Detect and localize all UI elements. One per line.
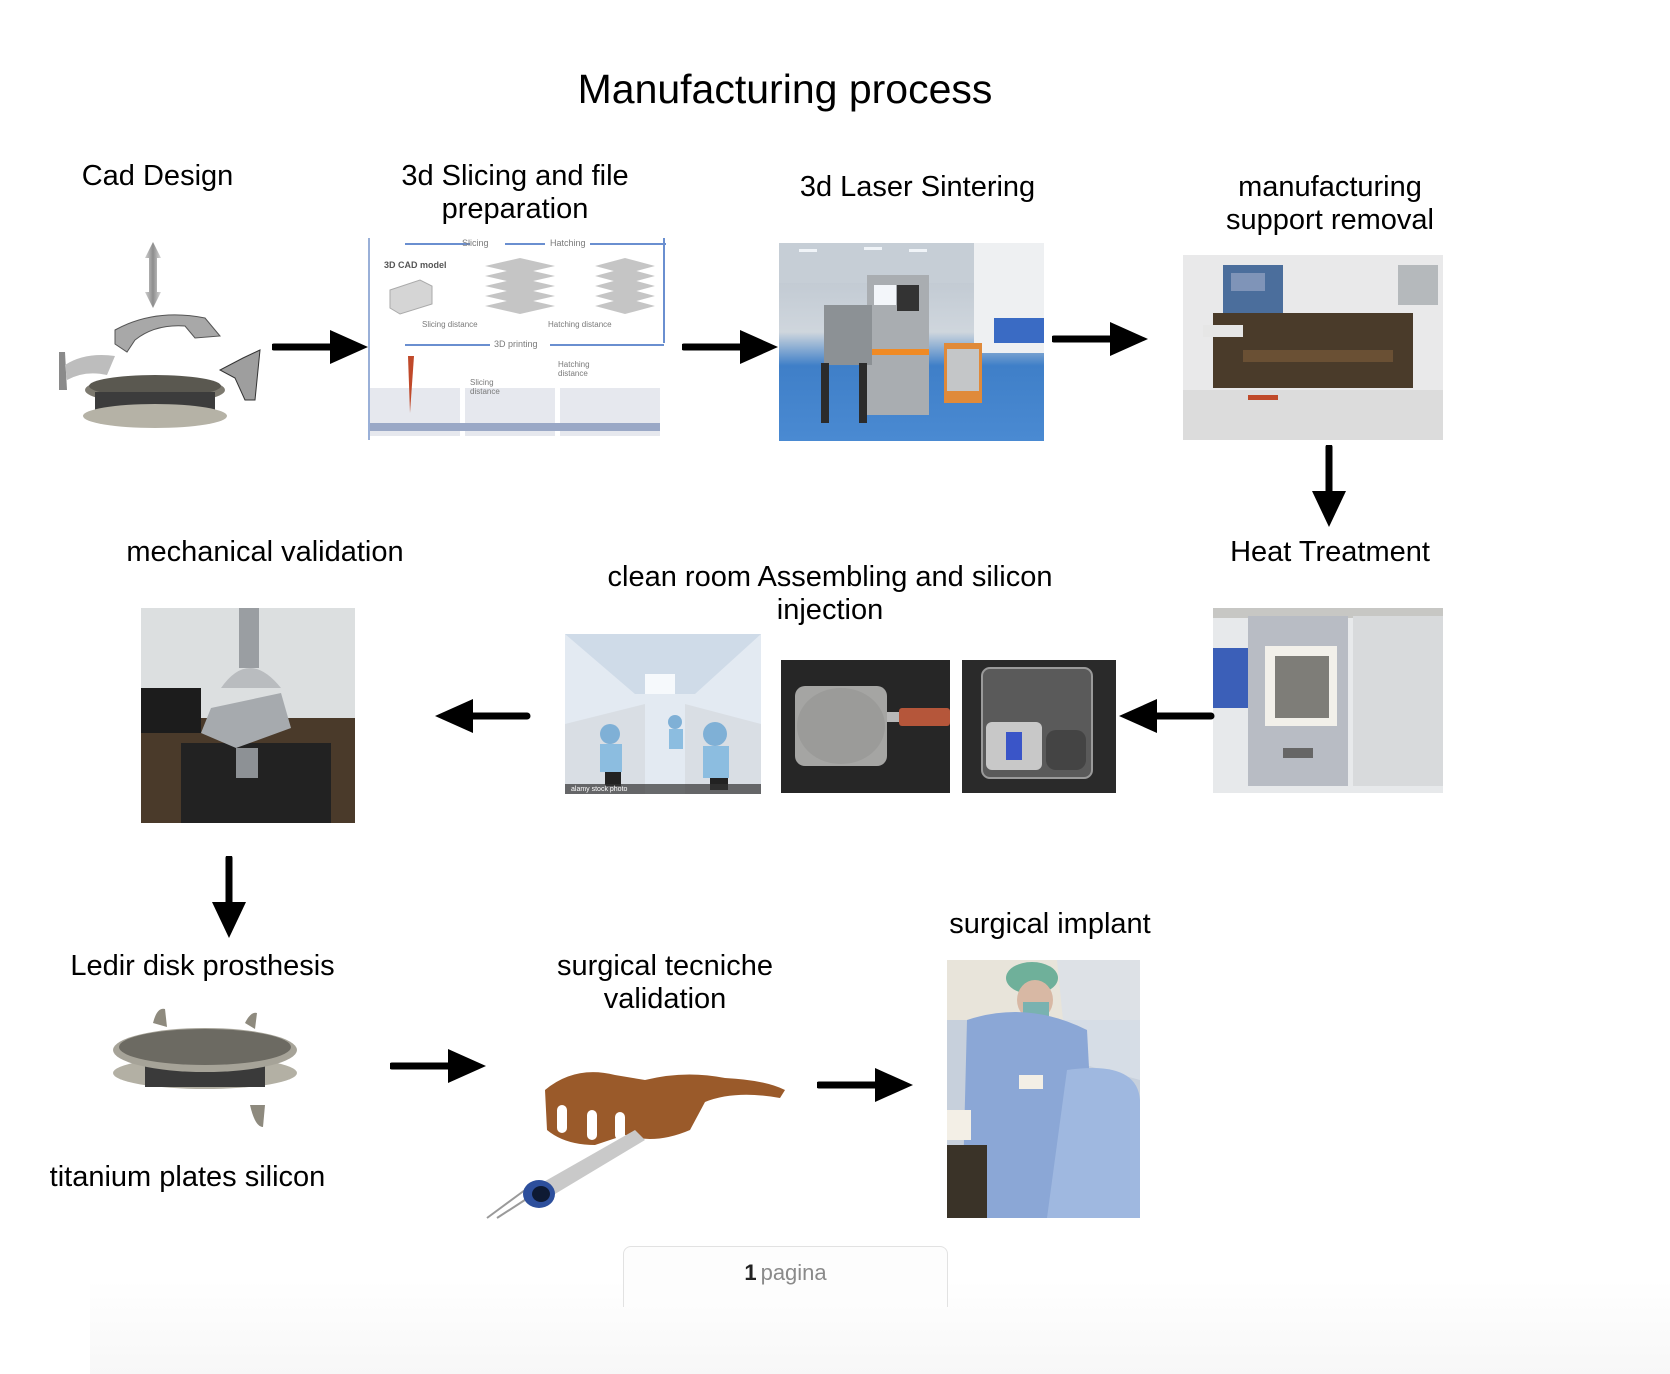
arrow-right-icon	[390, 1049, 486, 1083]
step-label-surgical-implant: surgical implant	[949, 908, 1151, 940]
step-label-prosthesis: Ledir disk prosthesis	[70, 950, 335, 982]
spine-model-render	[485, 1050, 785, 1220]
slicing-distance-bottom-label: Slicing distance	[470, 378, 500, 396]
titanium-plate-photo	[781, 660, 950, 793]
arrow-left-icon	[1119, 699, 1215, 733]
slicing-distance-label: Slicing distance	[422, 320, 478, 329]
arrow-right-icon	[272, 330, 368, 364]
step-label-surgical-technique: surgical tecniche validation	[520, 950, 810, 1016]
step-label-heat-treatment: Heat Treatment	[1230, 536, 1430, 568]
ledir-prosthesis-render	[105, 1005, 300, 1135]
step-label-clean-room: clean room Assembling and silicon inject…	[580, 561, 1080, 627]
step-label-mechanical-validation: mechanical validation	[126, 536, 404, 568]
cad-model-label: 3D CAD model	[384, 260, 447, 270]
step-label-clean-room-line2: injection	[776, 594, 884, 626]
laser-sintering-photo	[779, 243, 1044, 441]
clean-room-photo: alamy stock photo	[565, 634, 761, 794]
cad-design-render	[45, 240, 270, 440]
step-label-clean-room-line1: clean room Assembling and silicon	[607, 561, 1053, 593]
page-label: pagina	[760, 1260, 827, 1285]
arrow-right-icon	[1052, 322, 1148, 356]
step-label-cad-design: Cad Design	[81, 160, 234, 192]
arrow-right-icon	[817, 1068, 913, 1102]
mechanical-validation-photo	[141, 608, 355, 823]
step-label-technique-line2: validation	[603, 983, 727, 1015]
diagram-title: Manufacturing process	[577, 66, 993, 112]
3d-printing-label: 3D printing	[494, 339, 538, 349]
slicing-top-label: Slicing	[462, 238, 489, 248]
surgical-implant-photo	[947, 960, 1140, 1218]
stock-watermark: alamy stock photo	[571, 786, 628, 793]
step-label-slicing: 3d Slicing and file preparation	[365, 160, 665, 226]
arrow-down-icon	[1312, 445, 1346, 527]
support-removal-photo	[1183, 255, 1443, 440]
step-label-support-removal: manufacturing support removal	[1180, 171, 1480, 237]
step-label-slicing-line2: preparation	[441, 193, 589, 225]
arrow-right-icon	[682, 330, 778, 364]
prosthesis-caption: titanium plates silicon	[49, 1161, 326, 1193]
step-label-laser-sintering: 3d Laser Sintering	[799, 171, 1036, 203]
heat-treatment-photo	[1213, 608, 1443, 793]
step-label-support-line2: support removal	[1226, 204, 1434, 236]
hatching-top-label: Hatching	[550, 238, 586, 248]
step-label-support-line1: manufacturing	[1238, 171, 1422, 203]
hatching-distance-label: Hatching distance	[548, 320, 612, 329]
step-label-slicing-line1: 3d Slicing and file	[401, 160, 629, 192]
silicon-injection-photo	[962, 660, 1116, 793]
step-label-technique-line1: surgical tecniche	[557, 950, 773, 982]
arrow-left-icon	[435, 699, 531, 733]
slicing-diagram: Slicing Hatching 3D CAD model Slicing di…	[368, 238, 666, 440]
page-number: 1	[744, 1260, 757, 1285]
hatching-distance-bottom-label: Hatching distance	[558, 360, 590, 378]
arrow-down-icon	[212, 856, 246, 938]
